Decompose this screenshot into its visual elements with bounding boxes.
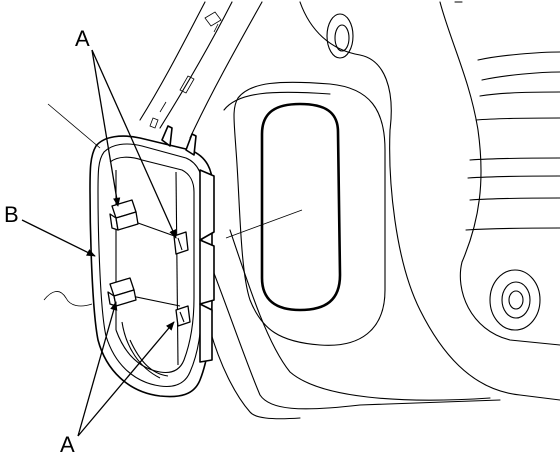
retaining-clip-lower-right [175,305,191,327]
bolt-hole-upper [326,13,354,59]
bolt-hole-lower [489,269,541,331]
retaining-clip-lower-left [107,277,137,307]
callout-leaders [21,49,303,437]
callout-a-top: A [75,26,90,51]
callout-b: B [4,202,19,227]
body-panel [43,1,560,420]
retaining-clip-upper-right [173,231,189,255]
access-opening [260,102,342,312]
callout-a-bottom: A [60,432,75,457]
service-cover [89,125,215,398]
